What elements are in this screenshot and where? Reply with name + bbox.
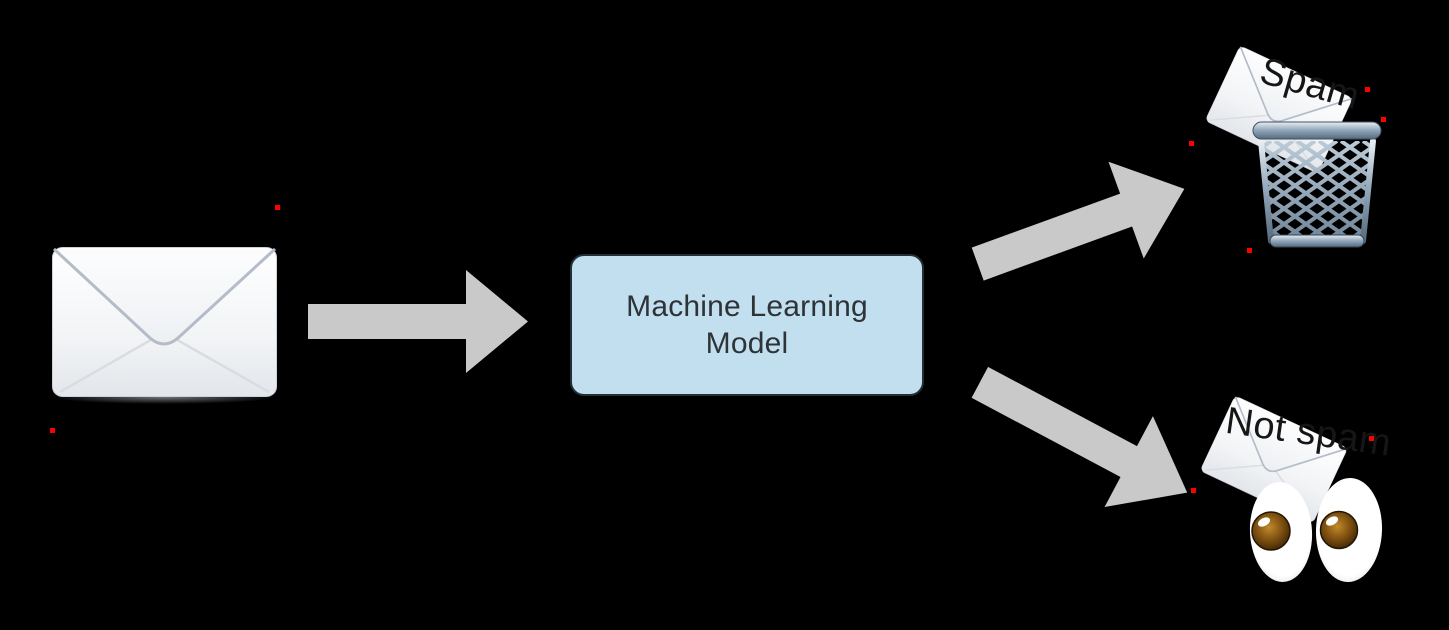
envelope-icon [52, 247, 277, 405]
model-label-line2: Model [705, 327, 789, 360]
eyes-icon [1249, 478, 1383, 582]
red-marker [1365, 87, 1370, 92]
arrow-input-to-model-icon [308, 270, 528, 373]
model-label-line1: Machine Learning [626, 290, 868, 323]
red-marker [50, 428, 55, 433]
red-marker [275, 205, 280, 210]
wastebasket-icon [1252, 121, 1382, 248]
red-marker [1191, 488, 1196, 493]
red-marker [1189, 141, 1194, 146]
arrow-model-to-spam-icon [960, 140, 1202, 313]
machine-learning-model-node: Machine Learning Model [570, 254, 924, 396]
arrow-model-to-not-spam-icon [955, 336, 1212, 539]
